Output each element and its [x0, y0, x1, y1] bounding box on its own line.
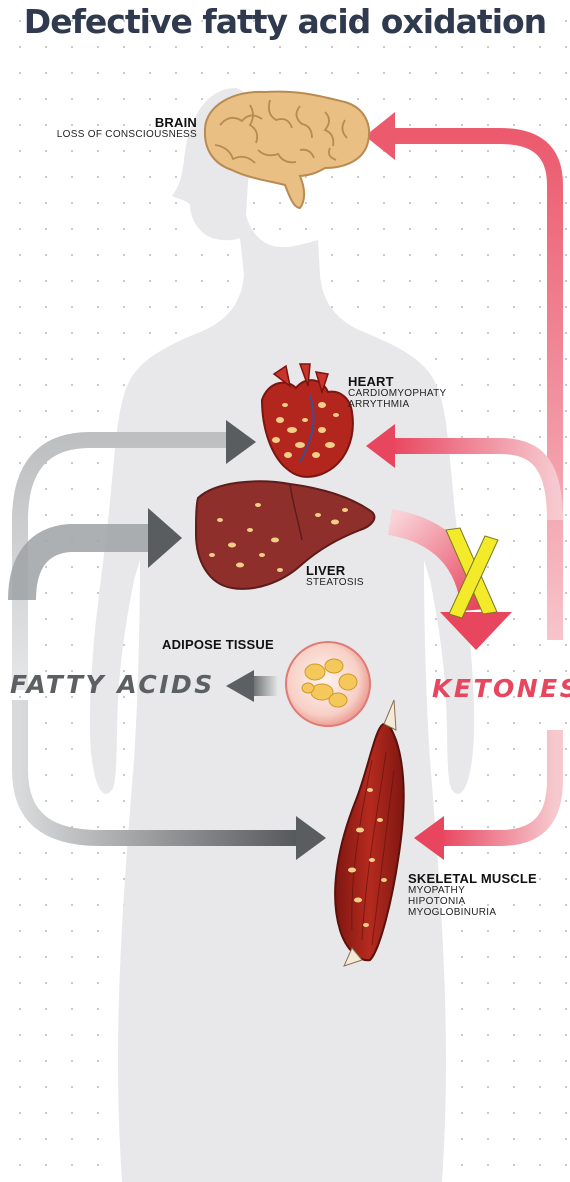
muscle-symptom-2: HIPOTONIA: [408, 897, 537, 907]
liver-symptom: STEATOSIS: [306, 578, 364, 588]
brain-name: BRAIN: [20, 116, 197, 129]
adipose-name: ADIPOSE TISSUE: [162, 638, 274, 651]
liver-name: LIVER: [306, 564, 364, 577]
body-silhouette: [90, 88, 474, 1182]
liver-label: LIVER STEATOSIS: [306, 564, 364, 588]
muscle-name: SKELETAL MUSCLE: [408, 872, 537, 885]
adipose-out-stem: [250, 676, 278, 696]
fatty-acids-label: FATTY ACIDS: [10, 672, 215, 697]
brain-label: BRAIN LOSS OF CONSCIOUSNESS: [20, 116, 197, 140]
heart-name: HEART: [348, 375, 446, 388]
heart-symptom-2: ARRYTHMIA: [348, 400, 446, 410]
ketones-label: KETONES: [432, 676, 570, 701]
brain-symptom: LOSS OF CONSCIOUSNESS: [20, 130, 197, 140]
heart-symptom-1: CARDIOMYOPHATY: [348, 389, 446, 399]
adipose-tissue-icon: [286, 642, 370, 726]
muscle-label: SKELETAL MUSCLE MYOPATHY HIPOTONIA MYOGL…: [408, 872, 537, 918]
heart-label: HEART CARDIOMYOPHATY ARRYTHMIA: [348, 375, 446, 410]
adipose-label: ADIPOSE TISSUE: [162, 638, 274, 651]
muscle-symptom-1: MYOPATHY: [408, 886, 537, 896]
muscle-symptom-3: MYOGLOBINURIA: [408, 908, 537, 918]
